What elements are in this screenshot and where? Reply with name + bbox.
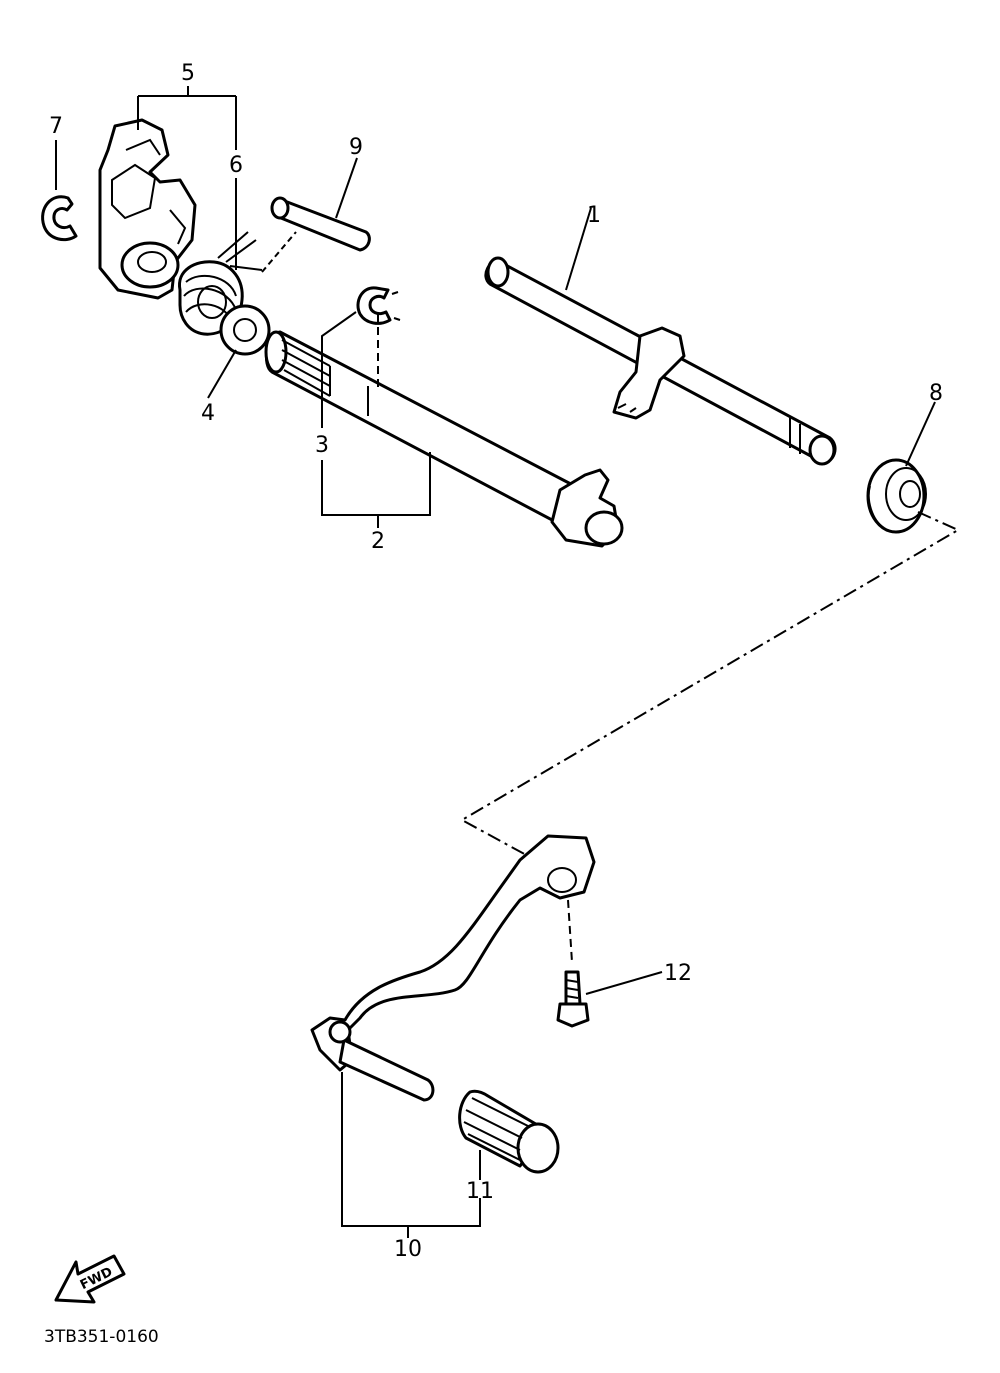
callout-12: 12 — [664, 961, 692, 986]
callout-10: 10 — [394, 1237, 422, 1262]
part-9-pin — [270, 196, 371, 252]
part-3-circlip — [356, 286, 401, 325]
callout-7: 7 — [49, 114, 63, 139]
leader-lines — [55, 86, 936, 1238]
callout-2: 2 — [371, 529, 385, 554]
part-5-shift-arm — [98, 118, 197, 300]
part-11-pedal-rubber — [458, 1089, 560, 1174]
part-12-bolt — [556, 970, 590, 1028]
part-4-washer — [219, 304, 271, 356]
callout-8: 8 — [929, 381, 943, 406]
fwd-arrow-icon: FWD — [54, 1254, 126, 1304]
part-10-shift-pedal — [310, 834, 596, 1102]
reference-code: 3TB351-0160 — [44, 1327, 159, 1347]
part-1-guide-shaft — [484, 256, 837, 466]
callout-3: 3 — [315, 433, 329, 458]
part-8-bearing — [866, 458, 927, 534]
part-6-spring — [178, 231, 263, 336]
part-7-circlip — [41, 195, 78, 242]
callout-1: 1 — [587, 203, 601, 228]
callout-6: 6 — [229, 153, 243, 178]
callout-9: 9 — [349, 135, 363, 160]
part-2-shift-shaft — [264, 330, 624, 548]
callout-11: 11 — [466, 1179, 494, 1204]
callout-4: 4 — [201, 401, 215, 426]
callout-5: 5 — [181, 61, 195, 86]
assembly-line — [459, 511, 961, 857]
